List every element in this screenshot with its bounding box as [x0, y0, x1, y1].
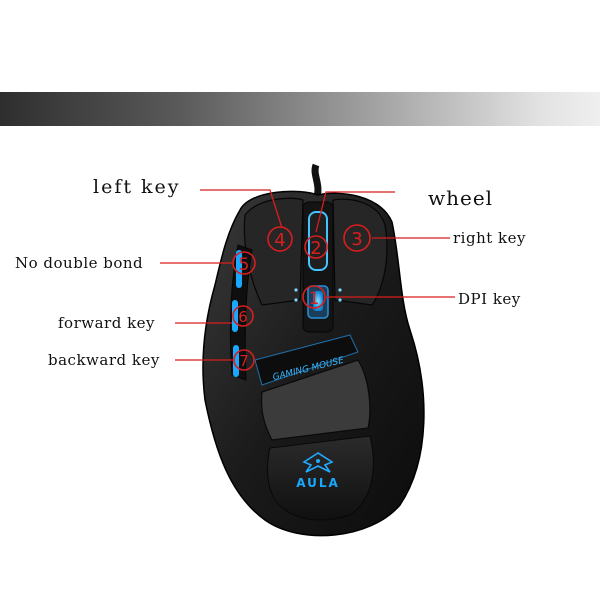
callout-circle-2 — [304, 235, 328, 259]
dpi-indicator-dot — [338, 298, 342, 302]
palm-panel — [266, 435, 374, 521]
callout-circle-6 — [232, 305, 254, 327]
gaming-mouse-plate — [254, 334, 359, 386]
callout-number-2: 2 — [310, 238, 321, 259]
callout-number-7: 7 — [239, 352, 249, 370]
left-button — [243, 197, 304, 306]
callout-number-5: 5 — [239, 255, 250, 275]
dpi-indicator-dot — [294, 298, 298, 302]
leader-line-left-key — [200, 189, 283, 229]
side-button-glow — [236, 250, 242, 288]
callout-number-4: 4 — [274, 230, 285, 251]
callout-circle-3 — [343, 224, 371, 252]
label-right-key: right key — [453, 229, 526, 247]
label-no-double-bond: No double bond — [15, 254, 144, 272]
brand-text: AULA — [296, 476, 340, 490]
palm-window — [260, 359, 371, 441]
callout-circle-4 — [267, 226, 293, 252]
dpi-indicator-dot — [294, 288, 298, 292]
label-forward-key: forward key — [58, 314, 156, 332]
label-backward-key: backward key — [48, 351, 160, 369]
callout-circle-5 — [232, 251, 256, 275]
callout-number-1: 1 — [309, 289, 320, 309]
callout-number-6: 6 — [238, 308, 248, 326]
dpi-indicator-dot — [338, 288, 342, 292]
aula-logo-icon — [302, 452, 334, 473]
callout-number-3: 3 — [351, 229, 362, 250]
callout-circle-1 — [302, 285, 326, 309]
label-left-key: left key — [93, 176, 181, 198]
header-gradient-bar — [0, 92, 600, 126]
leader-line-wheel — [315, 191, 395, 233]
label-wheel: wheel — [428, 186, 494, 210]
label-dpi-key: DPI key — [458, 290, 521, 308]
callout-circle-7 — [233, 349, 255, 371]
